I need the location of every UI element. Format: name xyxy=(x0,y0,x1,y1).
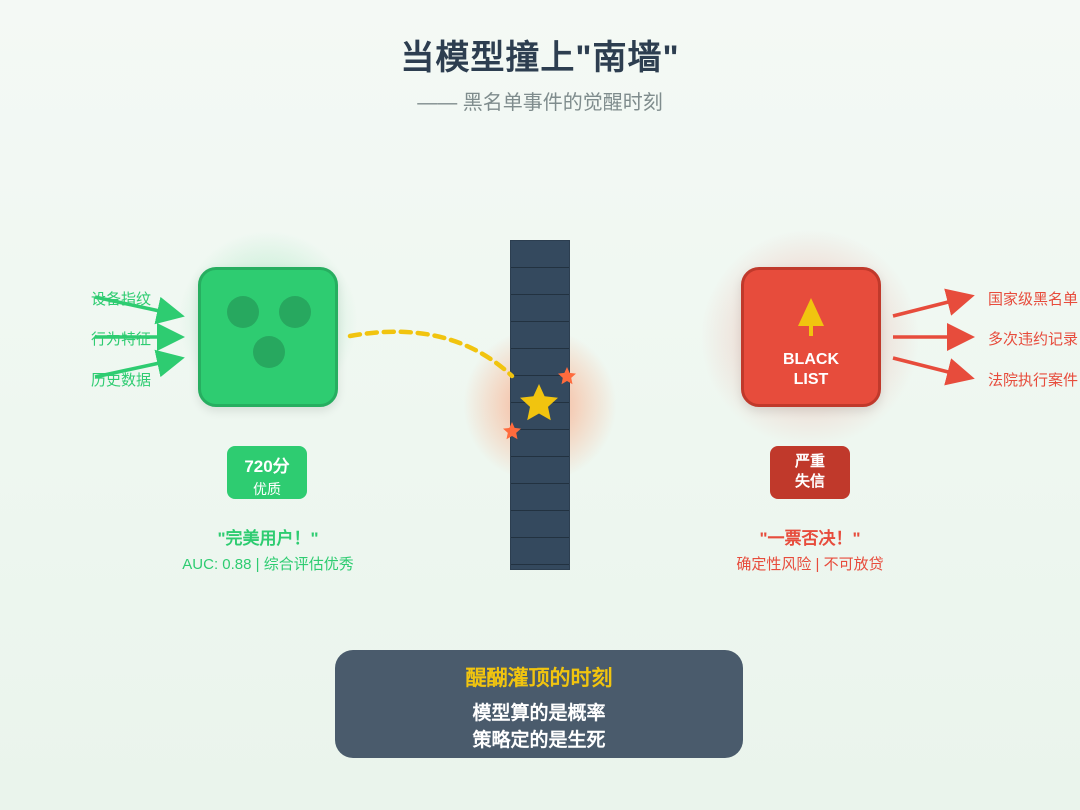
feature-label-device: 设备指纹 xyxy=(91,291,152,308)
arrow-icon xyxy=(892,356,975,386)
user-profile-box xyxy=(198,267,338,407)
blacklist-detail: 确定性风险 | 不可放贷 xyxy=(736,556,884,573)
spark-icon xyxy=(558,367,576,385)
score-level: 优质 xyxy=(253,481,281,497)
trajectory-path xyxy=(347,329,515,379)
insight-line-strategy: 策略定的是生死 xyxy=(472,730,606,751)
page-title: 当模型撞上"南墙" xyxy=(400,39,680,77)
source-arrows xyxy=(892,288,975,386)
user-dot xyxy=(227,296,259,328)
input-arrows xyxy=(94,295,185,379)
user-detail: AUC: 0.88 | 综合评估优秀 xyxy=(182,556,354,573)
spark-icon xyxy=(503,422,521,440)
arrow-icon xyxy=(892,288,975,318)
insight-box: 醍醐灌顶的时刻 模型算的是概率 策略定的是生死 xyxy=(335,650,743,758)
source-label-default: 多次违约记录 xyxy=(988,331,1079,348)
insight-line-probability: 模型算的是概率 xyxy=(472,703,606,724)
blacklist-quote: "一票否决！" xyxy=(759,529,861,548)
score-badge: 720分 优质 xyxy=(227,446,307,499)
source-label-court: 法院执行案件 xyxy=(988,372,1079,389)
score-value: 720分 xyxy=(244,457,290,476)
star-icon xyxy=(520,384,558,421)
risk-badge: 严重 失信 xyxy=(770,446,850,499)
warning-icon xyxy=(798,298,824,336)
user-dot xyxy=(253,336,285,368)
arrow-icon xyxy=(94,295,185,325)
arrow-icon xyxy=(94,349,185,379)
page-subtitle: —— 黑名单事件的觉醒时刻 xyxy=(417,92,663,114)
source-label-national: 国家级黑名单 xyxy=(988,291,1079,308)
blacklist-label: BLACK LIST xyxy=(744,350,878,390)
south-wall xyxy=(510,240,570,570)
blacklist-label-line2: LIST xyxy=(793,371,829,388)
user-quote: "完美用户！" xyxy=(217,529,319,548)
user-dot xyxy=(279,296,311,328)
risk-badge-line2: 失信 xyxy=(794,473,825,490)
blacklist-box: BLACK LIST xyxy=(741,267,881,407)
risk-badge-line1: 严重 xyxy=(794,453,825,470)
blacklist-label-line1: BLACK xyxy=(783,351,839,368)
insight-title: 醍醐灌顶的时刻 xyxy=(465,667,613,690)
